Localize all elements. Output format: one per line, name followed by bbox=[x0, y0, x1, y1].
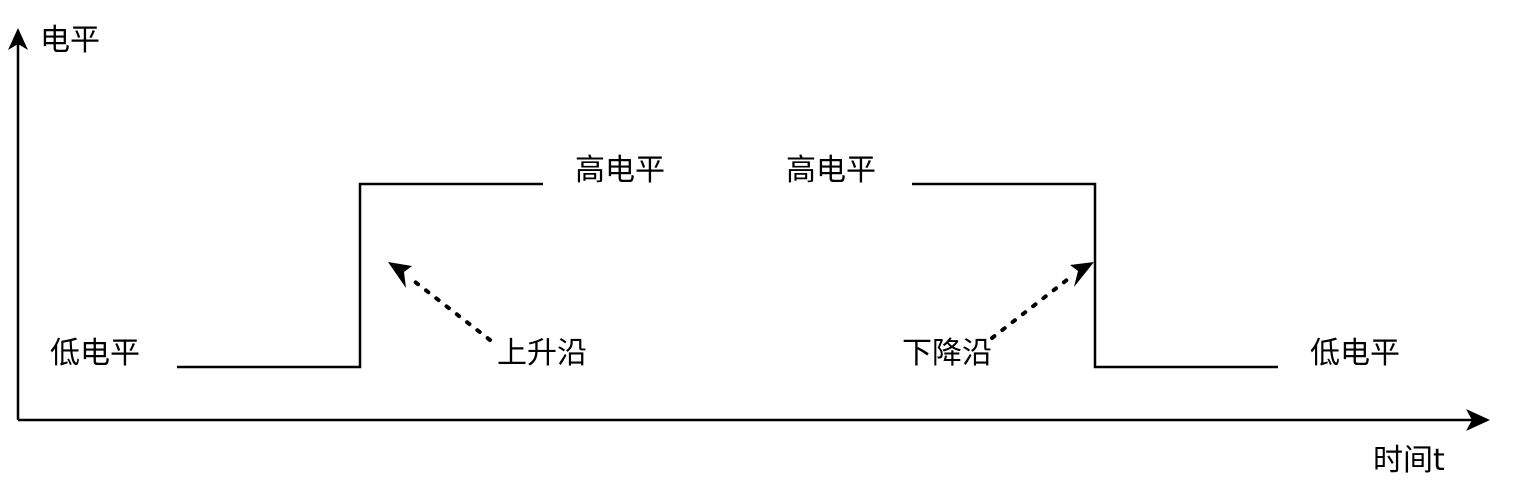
rising-edge-pointer bbox=[408, 276, 492, 342]
x-axis-arrowhead-icon bbox=[1466, 409, 1490, 431]
x-axis-label: 时间t bbox=[1373, 443, 1445, 478]
low-level-label-left: 低电平 bbox=[50, 336, 140, 371]
y-axis-arrowhead-icon bbox=[8, 28, 28, 50]
signal-waveform-left bbox=[177, 182, 543, 369]
falling-edge-arrowhead-icon bbox=[1070, 262, 1094, 287]
rising-edge-arrowhead-icon bbox=[388, 262, 412, 288]
y-axis-label: 电平 bbox=[40, 23, 100, 58]
high-level-label-right: 高电平 bbox=[786, 153, 876, 188]
falling-edge-pointer bbox=[990, 274, 1074, 340]
signal-waveform-right bbox=[912, 182, 1278, 369]
rising-edge-label: 上升沿 bbox=[497, 336, 587, 371]
low-level-label-right: 低电平 bbox=[1310, 336, 1400, 371]
high-level-label-left: 高电平 bbox=[575, 153, 665, 188]
falling-edge-label: 下降沿 bbox=[902, 336, 992, 371]
